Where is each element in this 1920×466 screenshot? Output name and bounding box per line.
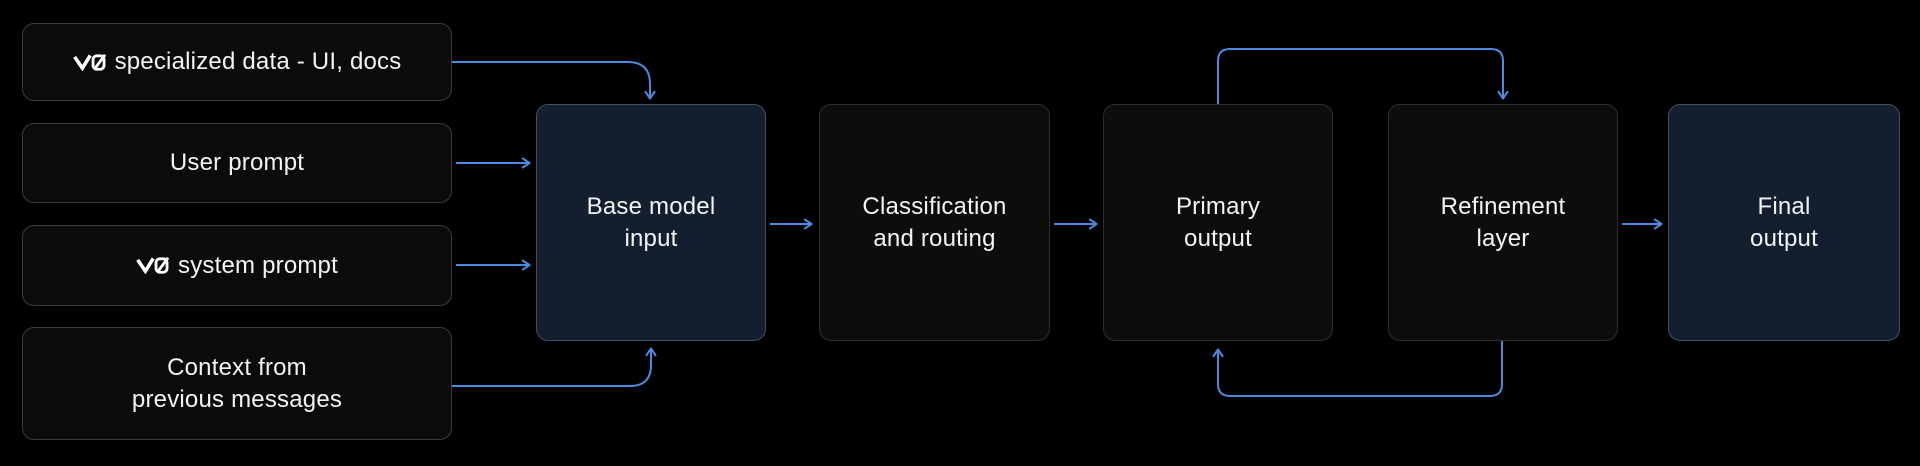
input-node-user-prompt: User prompt [22, 123, 452, 203]
stage-node-label: Primary output [1175, 193, 1261, 252]
input-node-label: specialized data - UI, docs [114, 48, 402, 76]
stage-node-base-model-input: Base model input [536, 104, 766, 341]
edge-primary-to-refinement-top-loop [1217, 48, 1509, 104]
stage-node-label: Final output [1750, 193, 1818, 252]
input-node-context-previous-messages: Context from previous messages [22, 327, 452, 440]
stage-node-classification-routing: Classification and routing [819, 104, 1050, 341]
input-node-system-prompt: system prompt [22, 225, 452, 306]
stage-node-primary-output: Primary output [1103, 104, 1333, 341]
input-node-label: User prompt [169, 149, 305, 177]
stage-node-label: Base model input [586, 193, 716, 252]
edge-context-to-base-model [452, 347, 657, 387]
v0-logo-icon [136, 257, 169, 274]
stage-node-refinement-layer: Refinement layer [1388, 104, 1618, 341]
v0-logo-icon [72, 53, 106, 71]
edge-specialized-data-to-base-model [452, 61, 656, 100]
input-node-label: system prompt [178, 251, 338, 279]
input-node-specialized-data: specialized data - UI, docs [22, 23, 452, 101]
input-node-label: Context from previous messages [131, 354, 343, 413]
stage-node-final-output: Final output [1668, 104, 1900, 341]
edge-refinement-to-primary-bottom-loop [1212, 341, 1503, 397]
stage-node-label: Classification and routing [862, 193, 1007, 252]
stage-node-label: Refinement layer [1440, 193, 1566, 252]
